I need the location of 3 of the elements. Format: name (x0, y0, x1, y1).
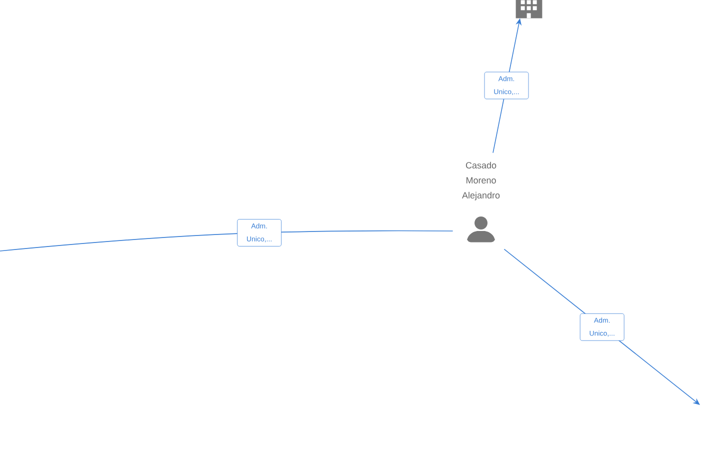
building-icon (516, 0, 542, 18)
node-label: Casado Moreno Alejandro (462, 162, 500, 200)
person-node: Casado Moreno Alejandro (462, 162, 500, 242)
